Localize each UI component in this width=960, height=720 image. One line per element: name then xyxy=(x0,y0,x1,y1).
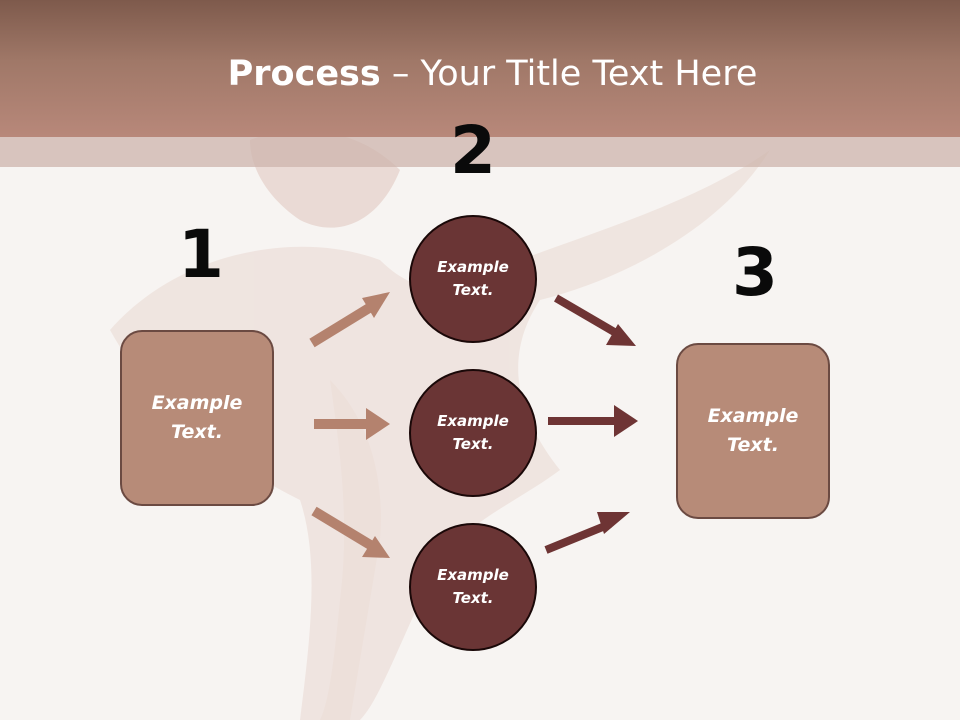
header-bar xyxy=(0,0,960,137)
title-bold: Process xyxy=(227,54,381,94)
step-number-3: 3 xyxy=(732,234,778,311)
slide-title: Process – Your Title Text Here xyxy=(0,52,960,96)
arrow-left-to-top-icon xyxy=(309,292,390,348)
circle-bottom-line-1: Example xyxy=(437,566,509,584)
step-number-1: 1 xyxy=(178,216,224,293)
arrow-left-to-bottom-icon xyxy=(311,506,390,558)
step-number-2: 2 xyxy=(450,112,496,189)
circle-top-line-1: Example xyxy=(437,258,509,276)
circle-bottom-line-2: Text. xyxy=(452,589,494,607)
arrow-bottom-to-right-icon xyxy=(544,512,630,554)
header-band xyxy=(0,137,960,167)
arrow-middle-to-right-icon xyxy=(548,405,638,437)
right-box-line-2: Text. xyxy=(727,434,779,456)
circle-top-line-2: Text. xyxy=(452,281,494,299)
left-box-line-1: Example xyxy=(151,392,243,414)
right-box-line-1: Example xyxy=(707,405,799,427)
circle-middle-line-1: Example xyxy=(437,412,509,430)
circle-middle-line-2: Text. xyxy=(452,435,494,453)
left-box-line-2: Text. xyxy=(171,421,223,443)
arrow-left-to-middle-icon xyxy=(314,408,390,440)
arrow-top-to-right-icon xyxy=(553,294,636,346)
title-rest: – Your Title Text Here xyxy=(380,54,758,94)
